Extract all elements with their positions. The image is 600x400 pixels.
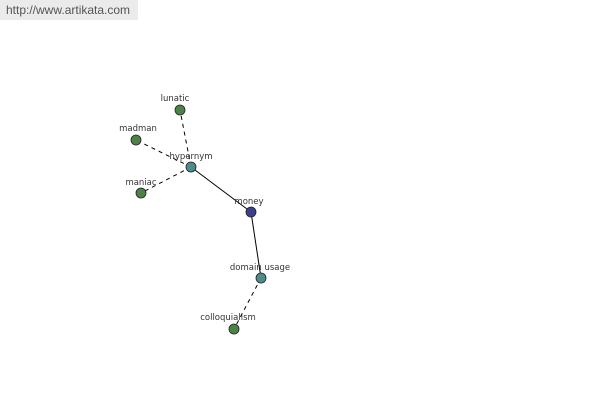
node-colloquialism[interactable] <box>228 323 240 335</box>
edge-hypernym-maniac <box>140 166 192 194</box>
node-label-domain-usage[interactable]: domain usage <box>230 263 290 273</box>
node-domain-usage[interactable] <box>255 272 267 284</box>
edge-domain-usage-colloquialism <box>233 277 262 330</box>
node-maniac[interactable] <box>135 187 147 199</box>
edge-money-hypernym <box>190 166 252 213</box>
node-money[interactable] <box>245 206 257 218</box>
node-label-madman[interactable]: madman <box>119 124 157 134</box>
node-label-hypernym[interactable]: hypernym <box>169 152 212 162</box>
graph-edges <box>135 109 262 330</box>
node-label-lunatic[interactable]: lunatic <box>161 94 190 104</box>
node-label-maniac[interactable]: maniac <box>125 178 156 188</box>
node-hypernym[interactable] <box>185 161 197 173</box>
node-label-colloquialism[interactable]: colloquialism <box>200 313 256 323</box>
node-madman[interactable] <box>130 134 142 146</box>
edge-hypernym-madman <box>135 139 192 168</box>
graph-labels: money hypernym domain usage lunatic madman ma… <box>119 94 290 323</box>
site-url-link[interactable]: http://www.artikata.com <box>0 0 138 20</box>
node-label-money[interactable]: money <box>234 197 263 207</box>
graph-nodes <box>130 104 267 335</box>
node-lunatic[interactable] <box>174 104 186 116</box>
edge-hypernym-lunatic <box>179 109 192 168</box>
edge-money-domain-usage <box>250 211 262 279</box>
